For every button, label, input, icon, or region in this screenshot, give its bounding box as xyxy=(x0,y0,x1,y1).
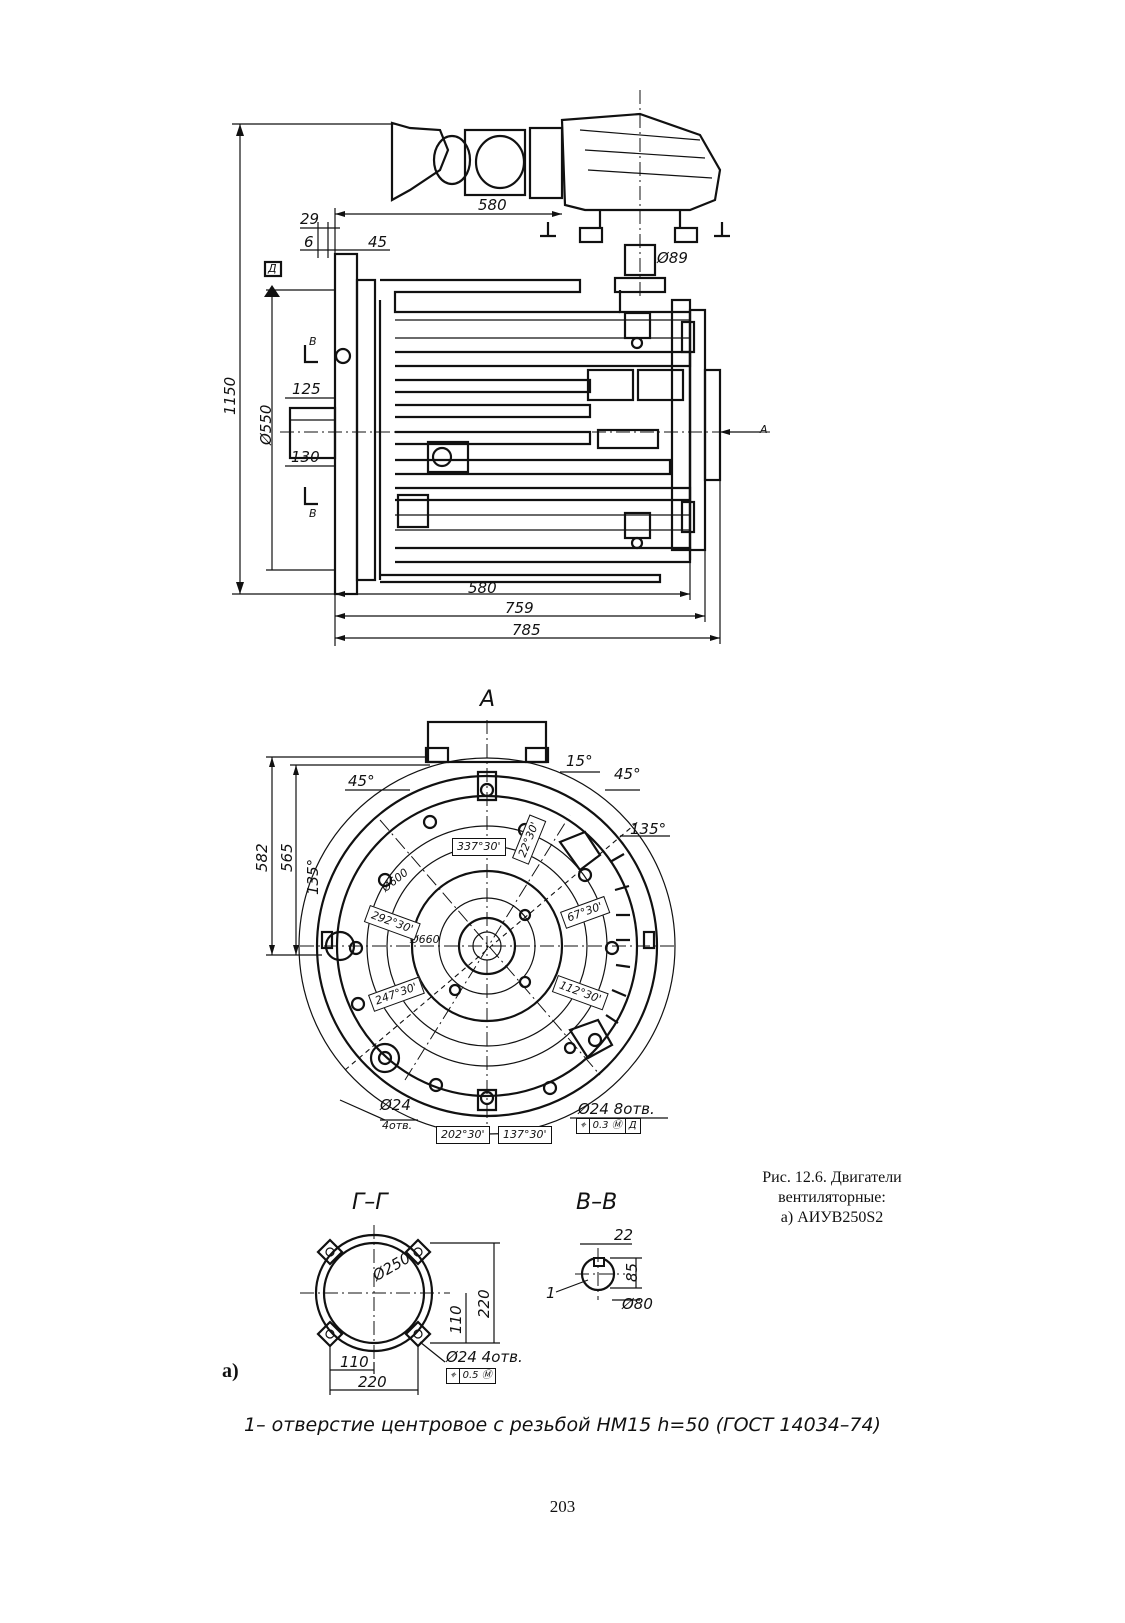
dim-220-horizontal: 220 xyxy=(358,1373,387,1391)
hole-count-4: 4отв. xyxy=(382,1119,413,1132)
side-view-motor xyxy=(280,90,770,596)
section-bb xyxy=(555,1243,642,1301)
dim-110-horizontal: 110 xyxy=(340,1353,369,1371)
section-bb-title: В–В xyxy=(576,1190,618,1215)
view-a-title: А xyxy=(480,687,496,712)
tolerance-datum: Д xyxy=(625,1118,641,1134)
tolerance-value-gg: 0.5 Ⓜ xyxy=(459,1368,496,1384)
position-tolerance-frame-a: ⌖ 0.3 Ⓜ Д xyxy=(576,1118,641,1134)
dim-110-vertical: 110 xyxy=(447,1305,465,1334)
angle-box-137: 137°30' xyxy=(498,1126,552,1144)
datum-d-marker: Д xyxy=(268,262,277,275)
section-gg xyxy=(300,1225,500,1395)
dim-hole-24-gg: Ø24 4отв. xyxy=(446,1348,523,1366)
callout-1: 1 xyxy=(546,1284,556,1302)
dim-22: 22 xyxy=(614,1226,634,1244)
dim-85: 85 xyxy=(623,1262,641,1282)
view-a-marker: А xyxy=(760,423,768,436)
section-gg-title: Г–Г xyxy=(352,1190,388,1215)
position-tolerance-icon-gg: ⌖ xyxy=(446,1368,460,1384)
dim-diameter-550: Ø550 xyxy=(257,404,275,445)
section-b-marker-top: В xyxy=(309,335,317,348)
position-tolerance-icon: ⌖ xyxy=(576,1118,590,1134)
page-number: 203 xyxy=(549,1497,576,1516)
dim-130: 130 xyxy=(291,448,320,466)
dim-diameter-660: Ø660 xyxy=(410,933,440,946)
caption-line-2: вентиляторные: xyxy=(778,1189,886,1206)
dim-shaft-89: Ø89 xyxy=(657,249,688,267)
dim-785: 785 xyxy=(512,621,541,639)
dim-582: 582 xyxy=(253,843,271,872)
side-view-dimensions xyxy=(232,123,760,646)
angle-135-right: 135° xyxy=(630,820,667,838)
dim-565: 565 xyxy=(278,843,296,872)
dim-29: 29 xyxy=(300,210,320,228)
dim-top-580: 580 xyxy=(478,196,507,214)
dim-hole-24-right: Ø24 8отв. xyxy=(578,1100,655,1118)
tolerance-value: 0.3 Ⓜ xyxy=(589,1118,626,1134)
angle-45-right: 45° xyxy=(614,765,641,783)
dim-bottom-580: 580 xyxy=(468,579,497,597)
angle-box-337: 337°30' xyxy=(452,838,506,856)
figure-label: а) xyxy=(222,1360,239,1382)
dim-6: 6 xyxy=(304,233,314,251)
position-tolerance-frame-gg: ⌖ 0.5 Ⓜ xyxy=(446,1368,496,1384)
caption-line-3: а) АИУВ250S2 xyxy=(780,1209,884,1226)
section-b-marker-bottom: В xyxy=(309,507,317,520)
angle-135-left: 135° xyxy=(304,858,322,895)
dim-759: 759 xyxy=(505,599,534,617)
caption-line-1: Рис. 12.6. Двигатели xyxy=(762,1169,902,1186)
dim-220-vertical: 220 xyxy=(475,1289,493,1318)
dim-diameter-80: Ø80 xyxy=(622,1295,653,1313)
figure-caption: Рис. 12.6. Двигатели вентиляторные: а) А… xyxy=(742,1168,922,1228)
dim-45: 45 xyxy=(368,233,388,251)
dim-125: 125 xyxy=(292,380,321,398)
angle-15: 15° xyxy=(566,752,593,770)
dim-hole-24-left: Ø24 xyxy=(380,1096,411,1114)
footnote: 1– отверстие центровое с резьбой НМ15 h=… xyxy=(244,1414,881,1436)
angle-box-202: 202°30' xyxy=(436,1126,490,1144)
angle-45-left: 45° xyxy=(348,772,375,790)
dim-overall-height: 1150 xyxy=(221,376,239,415)
